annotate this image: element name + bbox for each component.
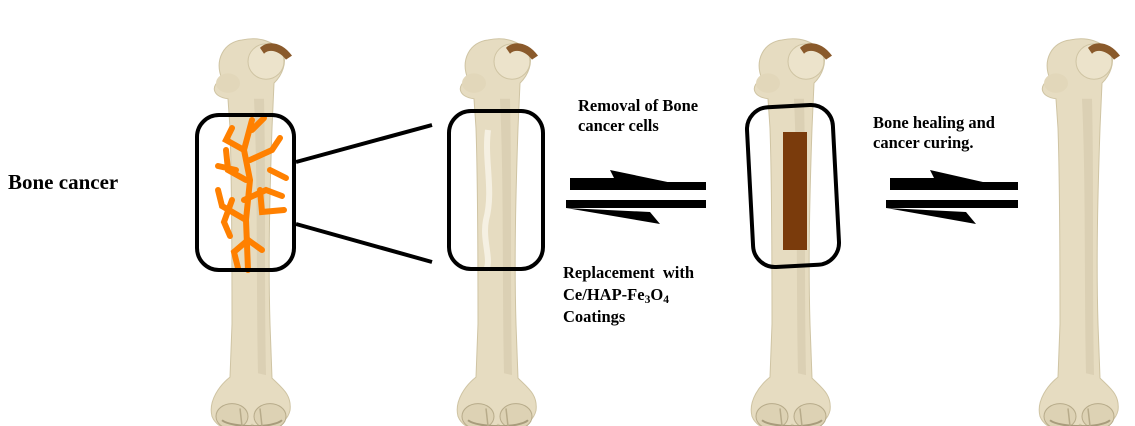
bone-2 — [457, 39, 538, 426]
healing-label-line-1: Bone healing and — [873, 113, 995, 133]
removal-label-line-2: cancer cells — [578, 116, 698, 136]
removal-label-line-1: Removal of Bone — [578, 96, 698, 116]
bone-cancer-label: Bone cancer — [8, 170, 118, 195]
bone-1 — [211, 39, 292, 426]
zoom-line-bottom — [296, 224, 432, 262]
zoom-line-top — [296, 125, 432, 162]
equilibrium-arrows-2 — [886, 170, 1018, 224]
replacement-label-line-2: Ce/HAP-Fe3O4 — [563, 284, 694, 306]
removal-label: Removal of Bone cancer cells — [578, 96, 698, 136]
replacement-label-line-3: Coatings — [563, 306, 694, 328]
healing-label-line-2: cancer curing. — [873, 133, 995, 153]
equilibrium-arrows-1 — [566, 170, 706, 224]
bone-4 — [1039, 39, 1120, 426]
replacement-label-line-1: Replacement with — [563, 262, 694, 284]
implant-coating — [783, 132, 807, 250]
replacement-label: Replacement with Ce/HAP-Fe3O4 Coatings — [563, 262, 694, 327]
healing-label: Bone healing and cancer curing. — [873, 113, 995, 153]
